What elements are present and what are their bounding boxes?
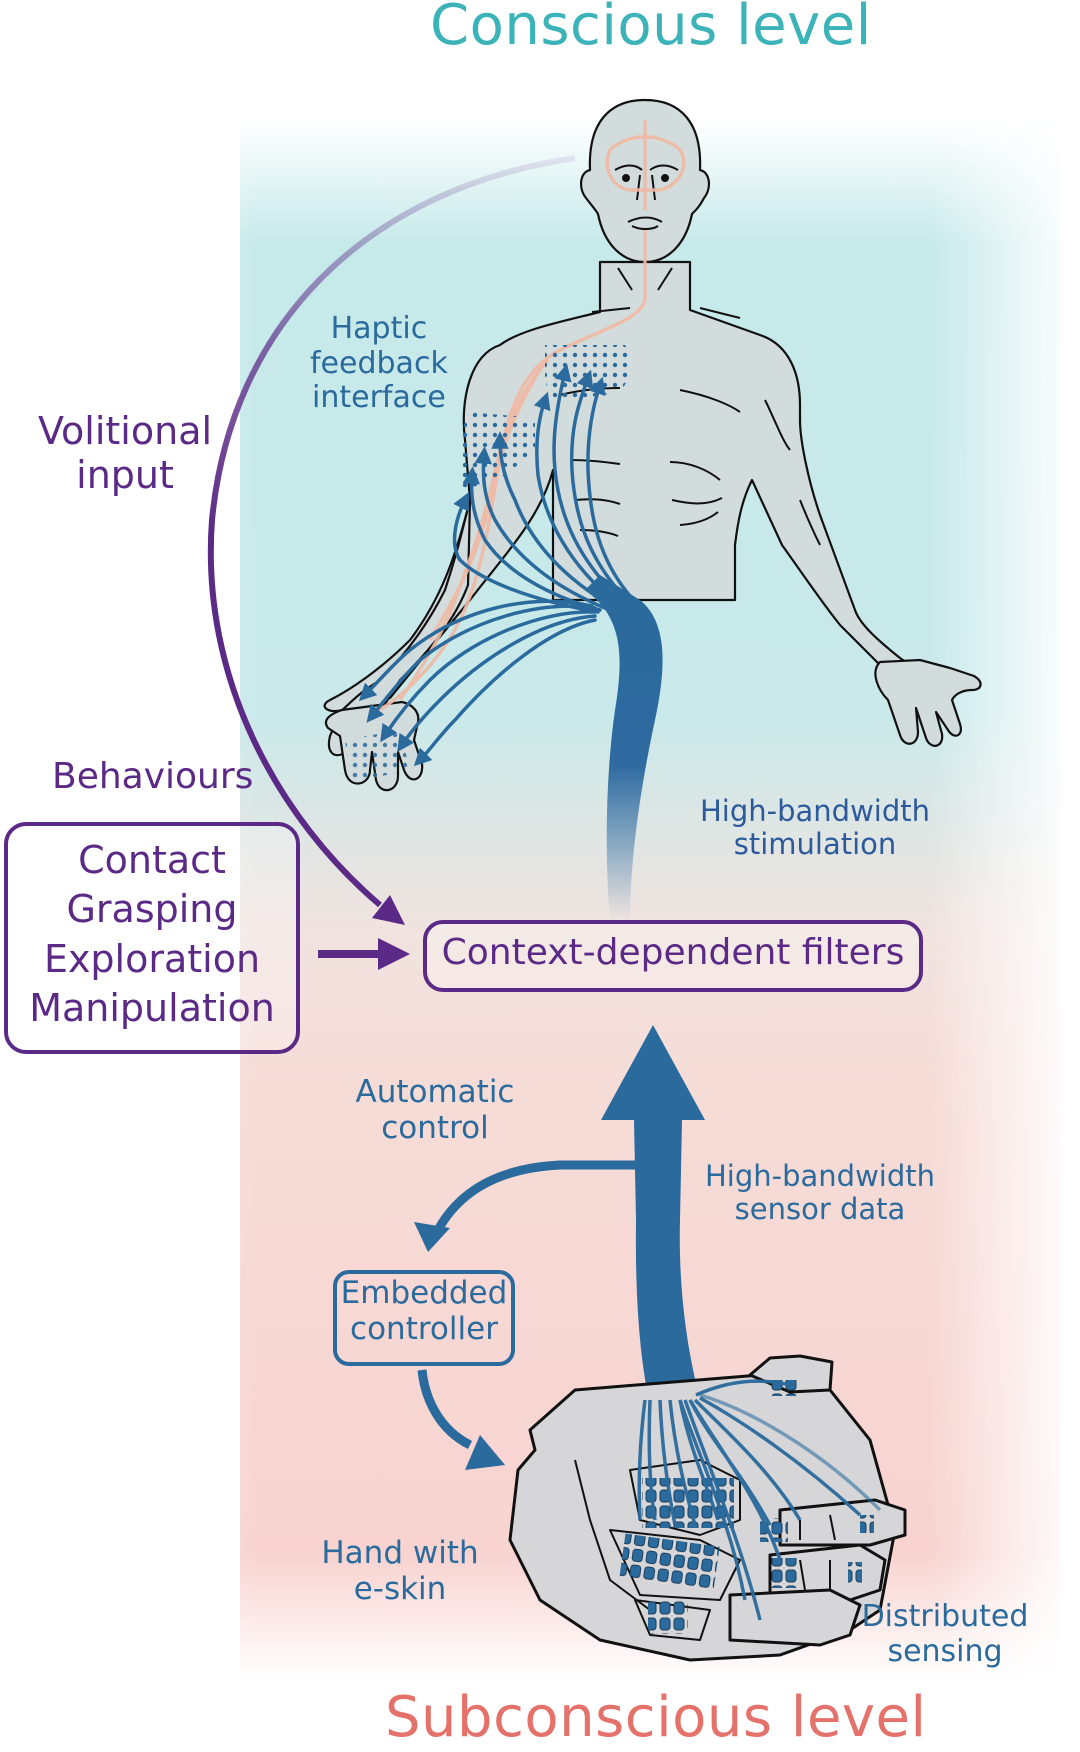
right-eye xyxy=(661,174,669,182)
hand-dot-patch xyxy=(345,730,410,780)
sensor-pad-array xyxy=(770,1558,798,1588)
behaviours-arrowhead xyxy=(378,938,410,970)
distributed-sensing-label: Distributed sensing xyxy=(850,1599,1040,1669)
collar-lines xyxy=(591,307,741,319)
nose xyxy=(636,174,656,201)
sensor-pad-array xyxy=(848,1562,862,1584)
sensor-fibres xyxy=(637,1379,882,1621)
automatic-control-label: Automatic control xyxy=(340,1074,530,1146)
ab-lines-right xyxy=(669,461,723,526)
left-eyebrow xyxy=(614,164,643,171)
distributed-line-2: sensing xyxy=(887,1633,1003,1669)
embedded-line-2: controller xyxy=(350,1310,498,1347)
subconscious-level-title: Subconscious level xyxy=(385,1685,927,1750)
sensor-data-line-1: High-bandwidth xyxy=(705,1159,936,1193)
neck-lines xyxy=(617,267,673,291)
e-skin-sensor-pads xyxy=(619,1380,874,1634)
right-hand xyxy=(874,658,982,747)
conscious-level-title: Conscious level xyxy=(430,0,872,58)
hand-line-2: e-skin xyxy=(353,1570,447,1607)
sensor-data-line-2: sensor data xyxy=(734,1192,906,1227)
stimulation-line-2: stimulation xyxy=(733,827,897,862)
haptic-line-2: feedback xyxy=(310,345,448,381)
haptic-line-1: Haptic xyxy=(330,311,428,346)
stimulation-line-1: High-bandwidth xyxy=(700,794,931,828)
behaviour-grasping: Grasping xyxy=(66,887,238,932)
finger-3 xyxy=(728,1588,862,1647)
volitional-line-1: Volitional xyxy=(38,409,213,453)
behaviours-box xyxy=(4,822,300,1054)
volitional-line-2: input xyxy=(76,452,174,497)
mouth xyxy=(627,216,663,230)
sensor-pad-array xyxy=(648,1600,688,1634)
volitional-arrowhead xyxy=(372,895,405,925)
stimulation-label: High-bandwidth stimulation xyxy=(700,794,931,862)
volitional-input-label: Volitional input xyxy=(38,409,213,497)
controller-to-hand-arrowhead xyxy=(465,1435,505,1470)
stimulation-stem xyxy=(585,575,663,920)
controller-to-hand-arrow xyxy=(417,1369,473,1450)
arm-lines xyxy=(764,399,821,546)
context-filters-box xyxy=(423,920,923,992)
behaviour-manipulation: Manipulation xyxy=(29,986,275,1031)
automatic-control-arrow xyxy=(434,1160,636,1233)
behaviour-exploration: Exploration xyxy=(43,936,261,981)
right-eyebrow xyxy=(649,164,679,171)
left-eye xyxy=(622,174,630,182)
haptic-feedback-label: Haptic feedback interface xyxy=(310,311,448,416)
automatic-line-2: control xyxy=(381,1109,489,1146)
stimulation-fibres xyxy=(358,363,632,767)
sensor-pad-array xyxy=(860,1515,874,1533)
behaviours-heading: Behaviours xyxy=(52,756,254,797)
volitional-input-arrow xyxy=(207,155,576,908)
hand-eskin-label: Hand with e-skin xyxy=(310,1535,490,1607)
automatic-line-1: Automatic xyxy=(355,1074,515,1110)
behaviour-contact: Contact xyxy=(78,838,226,882)
context-filters-label: Context-dependent filters xyxy=(441,932,905,973)
hand-line-1: Hand with xyxy=(321,1535,479,1571)
sensor-pad-array xyxy=(619,1533,720,1592)
embedded-controller-box xyxy=(333,1270,515,1366)
sensor-data-arrow xyxy=(601,1025,705,1405)
automatic-control-arrowhead xyxy=(414,1222,450,1252)
behaviours-list: Contact Grasping Exploration Manipulatio… xyxy=(4,836,300,1034)
embedded-controller-label: Embedded controller xyxy=(333,1275,515,1347)
distributed-line-1: Distributed xyxy=(861,1599,1029,1634)
sensor-data-label: High-bandwidth sensor data xyxy=(705,1159,936,1227)
finger-1 xyxy=(778,1498,907,1547)
embedded-line-1: Embedded xyxy=(340,1275,508,1311)
haptic-line-3: interface xyxy=(312,380,446,415)
